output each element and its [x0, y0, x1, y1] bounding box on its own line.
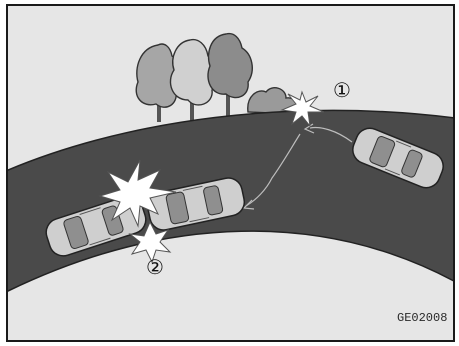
marker-2: ②	[146, 255, 164, 279]
figure-code: GE02008	[397, 311, 447, 325]
marker-1: ①	[333, 78, 351, 102]
